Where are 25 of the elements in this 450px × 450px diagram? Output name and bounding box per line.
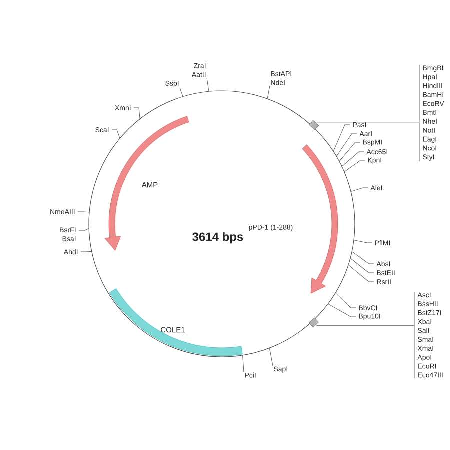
leader-line bbox=[354, 240, 372, 244]
leader-line bbox=[80, 251, 92, 252]
leader-line bbox=[350, 188, 368, 192]
leader-line bbox=[269, 348, 274, 366]
leader-line bbox=[350, 258, 374, 274]
leader-line bbox=[352, 251, 374, 264]
leader-line bbox=[344, 160, 366, 172]
leader-line bbox=[316, 122, 420, 123]
leader-line bbox=[333, 124, 350, 152]
leader-line bbox=[267, 86, 270, 100]
leader-line bbox=[339, 142, 360, 162]
leader-line bbox=[134, 108, 140, 120]
leader-line bbox=[328, 304, 356, 318]
feature-label: 3614 bps bbox=[192, 232, 244, 244]
leader-line bbox=[242, 355, 244, 372]
leader-line bbox=[336, 292, 356, 308]
leader-line bbox=[336, 134, 358, 157]
leader-line bbox=[348, 264, 374, 282]
leader-line bbox=[206, 78, 210, 92]
leader-line bbox=[342, 152, 364, 167]
leader-line bbox=[180, 88, 184, 98]
leader-line bbox=[316, 325, 415, 326]
leader-line bbox=[112, 130, 120, 139]
leader-line bbox=[78, 228, 90, 232]
leader-line bbox=[78, 212, 90, 213]
